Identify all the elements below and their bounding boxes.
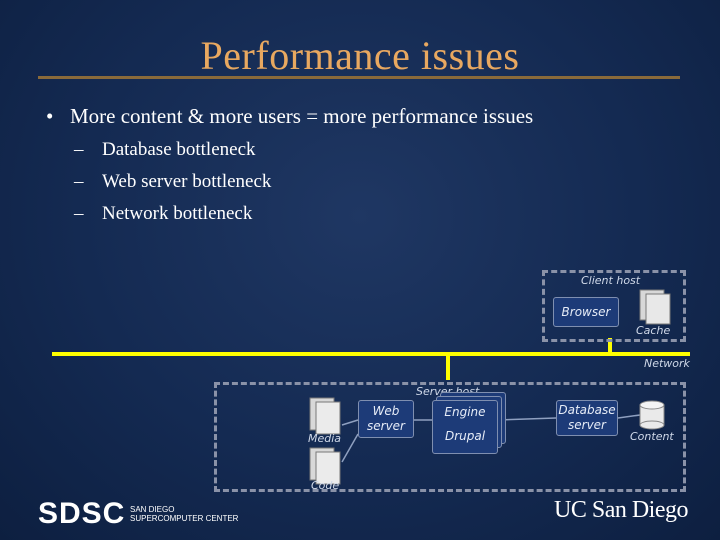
- code-icon: [309, 447, 341, 485]
- code-label: Code: [311, 479, 340, 492]
- bullet-text: More content & more users = more perform…: [70, 104, 534, 128]
- drupal-label: Drupal: [444, 429, 486, 443]
- sub-item-database: –Database bottleneck: [74, 139, 256, 160]
- web-server-box: Web server: [358, 400, 414, 438]
- sub-item-network: –Network bottleneck: [74, 203, 253, 224]
- server-host-box: [214, 382, 686, 492]
- media-icon: [309, 397, 341, 435]
- sdsc-logo: SDSC: [38, 497, 126, 530]
- database-server-box: Database server: [556, 400, 618, 436]
- media-web-link: [341, 419, 359, 426]
- title-underline: [38, 76, 680, 79]
- content-label: Content: [630, 430, 674, 443]
- client-host-box: [542, 270, 686, 342]
- bullet-dot: •: [46, 104, 54, 128]
- cache-label: Cache: [636, 324, 671, 337]
- engine-label: Engine: [444, 405, 486, 419]
- sub-item-web-server: –Web server bottleneck: [74, 171, 272, 192]
- client-host-label: Client host: [581, 274, 641, 287]
- engine-box: Engine Drupal: [432, 400, 498, 454]
- db-content-link: [617, 414, 641, 419]
- network-label: Network: [644, 357, 690, 370]
- code-web-link: [341, 433, 359, 463]
- media-label: Media: [308, 432, 342, 445]
- engine-db-link: [495, 417, 557, 421]
- cache-icon: [639, 289, 671, 325]
- main-bullet: • More content & more users = more perfor…: [46, 104, 533, 129]
- sdsc-logo-line2: SUPERCOMPUTER CENTER: [130, 514, 239, 523]
- slide-title: Performance issues: [200, 33, 520, 78]
- browser-box: Browser: [553, 297, 619, 327]
- content-icon: [639, 400, 665, 430]
- sdsc-logo-line1: SAN DIEGO: [130, 505, 175, 514]
- ucsd-logo: UC San Diego: [554, 497, 689, 523]
